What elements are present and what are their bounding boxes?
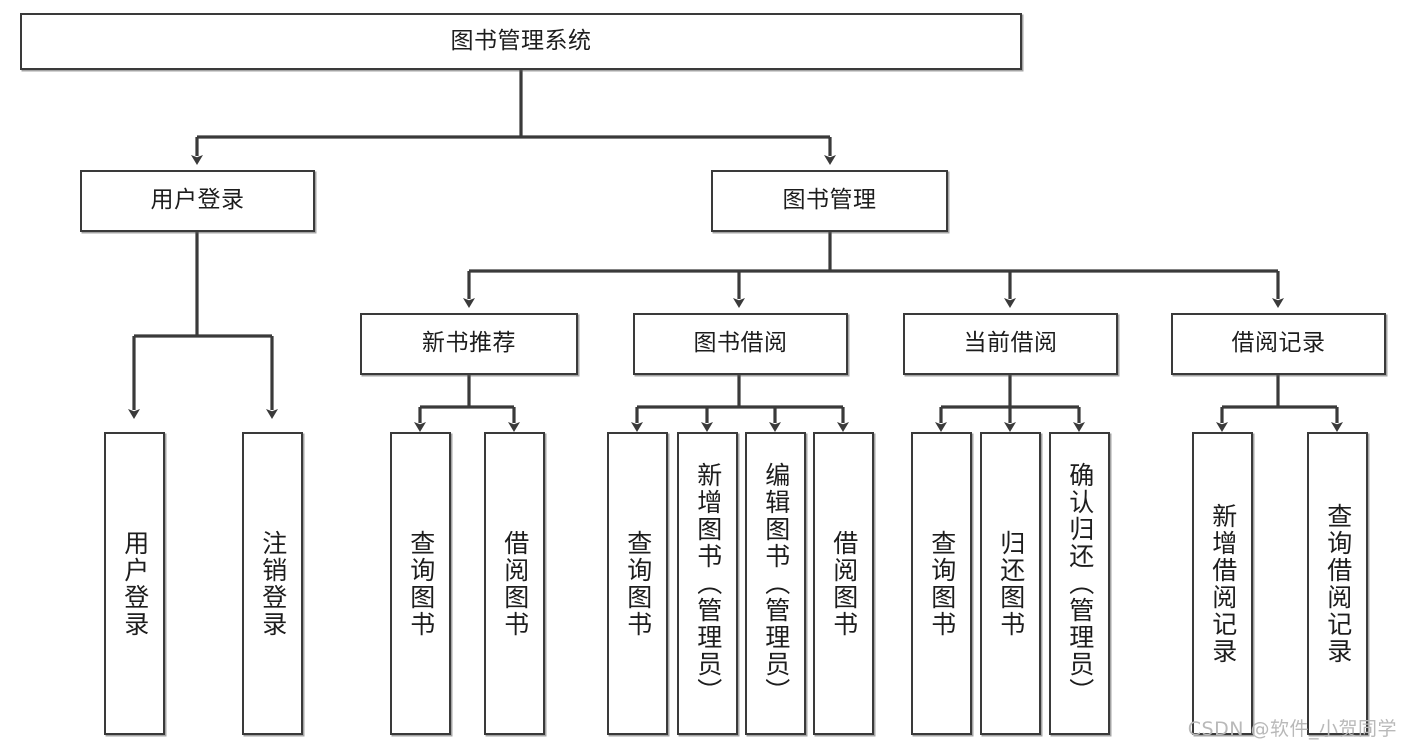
- watermark: CSDN @软件_小贺同学: [1187, 718, 1397, 740]
- node-user-login-label: 用户登录: [150, 187, 245, 214]
- leaf-book-borrow-1[interactable]: 查询图书: [607, 432, 668, 735]
- leaf-current-borrow-1[interactable]: 查询图书: [911, 432, 972, 735]
- leaf-borrow-records-2-label: 查询借阅记录: [1323, 502, 1353, 665]
- leaf-new-book-2-label: 借阅图书: [500, 529, 530, 638]
- node-borrow-records[interactable]: 借阅记录: [1171, 313, 1386, 375]
- node-new-book-recommend[interactable]: 新书推荐: [360, 313, 578, 375]
- leaf-book-borrow-2-label: 新增图书（管理员）: [693, 462, 723, 705]
- leaf-current-borrow-2[interactable]: 归还图书: [980, 432, 1041, 735]
- node-book-borrow[interactable]: 图书借阅: [633, 313, 848, 375]
- leaf-book-borrow-3[interactable]: 编辑图书（管理员）: [745, 432, 806, 735]
- node-book-borrow-label: 图书借阅: [693, 330, 788, 357]
- node-book-manage-label: 图书管理: [782, 187, 877, 214]
- node-new-book-recommend-label: 新书推荐: [422, 330, 516, 357]
- leaf-new-book-2[interactable]: 借阅图书: [484, 432, 545, 735]
- leaf-current-borrow-3[interactable]: 确认归还（管理员）: [1049, 432, 1110, 735]
- leaf-current-borrow-1-label: 查询图书: [927, 529, 957, 638]
- node-root[interactable]: 图书管理系统: [20, 13, 1022, 70]
- leaf-current-borrow-3-label: 确认归还（管理员）: [1065, 462, 1095, 705]
- node-current-borrow-label: 当前借阅: [963, 330, 1058, 357]
- node-borrow-records-label: 借阅记录: [1231, 330, 1326, 357]
- leaf-new-book-1-label: 查询图书: [406, 529, 436, 638]
- node-book-manage[interactable]: 图书管理: [711, 170, 948, 232]
- leaf-book-borrow-4[interactable]: 借阅图书: [813, 432, 874, 735]
- leaf-user-login-2[interactable]: 注销登录: [242, 432, 303, 735]
- leaf-current-borrow-2-label: 归还图书: [996, 529, 1026, 638]
- leaf-user-login-1[interactable]: 用户登录: [104, 432, 165, 735]
- leaf-book-borrow-3-label: 编辑图书（管理员）: [761, 462, 791, 705]
- leaf-book-borrow-1-label: 查询图书: [623, 529, 653, 638]
- leaf-borrow-records-2[interactable]: 查询借阅记录: [1307, 432, 1368, 735]
- leaf-user-login-2-label: 注销登录: [258, 529, 288, 638]
- leaf-borrow-records-1-label: 新增借阅记录: [1208, 502, 1238, 665]
- leaf-book-borrow-4-label: 借阅图书: [829, 529, 859, 638]
- leaf-book-borrow-2[interactable]: 新增图书（管理员）: [677, 432, 738, 735]
- node-user-login[interactable]: 用户登录: [80, 170, 315, 232]
- leaf-user-login-1-label: 用户登录: [120, 529, 150, 638]
- leaf-new-book-1[interactable]: 查询图书: [390, 432, 451, 735]
- leaf-borrow-records-1[interactable]: 新增借阅记录: [1192, 432, 1253, 735]
- node-root-label: 图书管理系统: [450, 27, 592, 54]
- node-current-borrow[interactable]: 当前借阅: [903, 313, 1118, 375]
